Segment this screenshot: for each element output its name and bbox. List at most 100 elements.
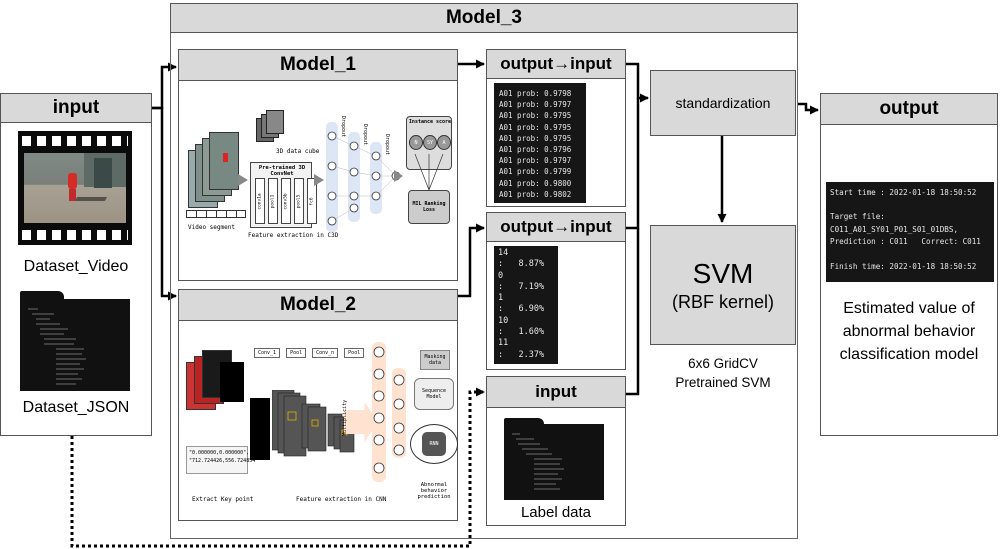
label-folder-icon <box>504 418 604 500</box>
arrow-out1-to-standardization <box>626 62 649 103</box>
score-lines <box>414 153 444 191</box>
frame-stack <box>188 130 239 210</box>
json-preview <box>28 308 86 385</box>
class-score-line: : 6.90% <box>498 304 545 315</box>
instance-score-label: Instance score <box>408 119 452 125</box>
prob-line: A01 prob: 0.9802 <box>499 189 572 199</box>
multiplicity-label: Multiplicity <box>342 399 348 436</box>
class-score-line: : 2.37% <box>498 349 545 360</box>
score-node: A <box>437 135 451 150</box>
class-score-line: 0 <box>498 270 504 281</box>
segment-strip <box>186 210 246 218</box>
svm-note-2: Pretrained SVM <box>675 375 771 390</box>
masking-data-box: Masking data <box>420 350 450 370</box>
sequence-model-label: Sequence Model <box>421 388 447 400</box>
rnn-network <box>372 342 406 482</box>
video-filmstrip <box>18 131 132 245</box>
film-perforations-bottom <box>22 230 128 240</box>
mil-loss-box: MIL Ranking Loss <box>408 190 450 224</box>
result-line: Prediction : C011 Correct: C011 <box>830 237 981 247</box>
class-score-line: 10 <box>498 315 509 326</box>
video-segment-label: Video segment <box>188 224 235 231</box>
result-line: Target file: <box>830 212 885 222</box>
prob-line: A01 prob: 0.9799 <box>499 167 572 177</box>
data-cube-label: 3D data cube <box>276 148 320 155</box>
out2-title: output→input <box>486 212 626 242</box>
masking-data-label: Masking data <box>424 354 446 366</box>
video-shadow <box>74 197 108 201</box>
video-frame <box>24 153 126 223</box>
score-node: N <box>409 135 423 150</box>
conv-layer: conv1a <box>255 178 265 224</box>
result-line: C011_A01_SY01_P01_S01_01DBS, <box>830 224 959 234</box>
dropout-label-1: Dropout <box>340 116 346 137</box>
cnn-block: Conv_1 <box>254 348 281 358</box>
model1-title: Model_1 <box>178 49 458 81</box>
keypoint-frame <box>220 362 244 402</box>
prob-line: A01 prob: 0.9795 <box>499 133 572 143</box>
output-panel-title: output <box>820 93 998 125</box>
conv-layer: pool1 <box>268 178 278 224</box>
prob-line: A01 prob: 0.9798 <box>499 89 572 98</box>
video-person-legs <box>69 189 76 201</box>
conv-layer: pool5 <box>294 178 304 224</box>
class-score-line: : 8.87% <box>498 259 545 270</box>
conv-layer-label: pool1 <box>270 194 276 208</box>
json-folder-icon <box>20 291 130 391</box>
class-score-line: : 7.19% <box>498 281 545 292</box>
result-line: Finish time: 2022-01-18 18:50:52 <box>830 261 977 271</box>
standardization-box: standardization <box>650 70 796 136</box>
conv-layers: conv1a pool1 conv5b pool5 fc6 <box>255 177 317 225</box>
prob-line: A01 prob: 0.9800 <box>499 178 572 188</box>
conv-layer-label: conv5b <box>283 192 289 210</box>
cnn-block: Pool <box>344 348 365 358</box>
line-label-collector <box>626 228 640 396</box>
class-score-line: 1 <box>498 293 504 304</box>
extract-keypoint-label: Extract Key point <box>192 496 254 503</box>
class-score-line: 11 <box>498 338 509 349</box>
conv-layer-label: conv1a <box>257 192 263 210</box>
result-line: Start time : 2022-01-18 18:50:52 <box>830 188 977 197</box>
arrow-model2-to-out2 <box>458 223 485 298</box>
output-caption: Estimated value of abnormal behavior cla… <box>839 300 979 363</box>
score-node: SY <box>423 135 437 150</box>
flow-arrow-2 <box>314 174 324 186</box>
prob-line: A01 prob: 0.9797 <box>499 100 572 110</box>
input-map <box>250 398 270 460</box>
prob-line: A01 prob: 0.9797 <box>499 156 572 166</box>
conv-layer-label: pool5 <box>296 194 302 208</box>
c3d-feature-label: Feature extraction in C3D <box>248 232 339 239</box>
model1-diagram: Video segment 3D data cube Pre-trained 3… <box>186 106 452 254</box>
model2-title: Model_2 <box>178 289 458 321</box>
flow-arrow-1 <box>238 174 248 186</box>
keypoint-value-1: "0.000000,0.000000", <box>189 450 250 456</box>
conv-layer-label: fc6 <box>309 196 315 206</box>
flow-arrow-3 <box>394 170 403 182</box>
model2-diagram: "0.000000,0.000000", "712.724426,556.724… <box>184 336 458 512</box>
class-score-line: 14 <box>498 248 509 258</box>
svm-subtitle: (RBF kernel) <box>671 291 774 312</box>
convnet-box: Pre-trained 3D ConvNet conv1a pool1 conv5b… <box>250 162 317 228</box>
keypoint-value-2: "712.724426,556.724854" <box>189 458 259 464</box>
prob-line: A01 prob: 0.9795 <box>499 111 572 121</box>
label-input-title: input <box>486 376 626 408</box>
cnn-block: Pool <box>286 348 307 358</box>
data-cube <box>256 108 286 144</box>
standardization-label: standardization <box>675 95 771 111</box>
video-person <box>68 173 77 189</box>
sequence-model-box: Sequence Model <box>414 378 454 410</box>
out2-terminal: 14: 8.87%0: 7.19%1: 6.90%10: 1.60%11: 2.… <box>494 246 558 364</box>
cnn-feature-label: Feature extraction in CNN <box>296 496 387 503</box>
abnormal-prediction-label: Abnormal behavior prediction <box>417 482 451 500</box>
arrow-input-to-model2 <box>152 106 177 301</box>
keypoint-values-box: "0.000000,0.000000", "712.724426,556.724… <box>186 446 259 474</box>
arrow-json-to-label <box>70 387 485 548</box>
result-line <box>830 249 990 261</box>
convnet-label: Pre-trained 3D ConvNet <box>258 165 306 177</box>
video-door <box>94 158 112 188</box>
dropout-label-2: Dropout <box>362 124 368 145</box>
